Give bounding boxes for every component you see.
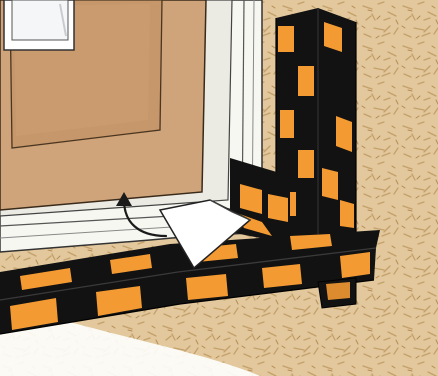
window-glass	[4, 0, 74, 50]
